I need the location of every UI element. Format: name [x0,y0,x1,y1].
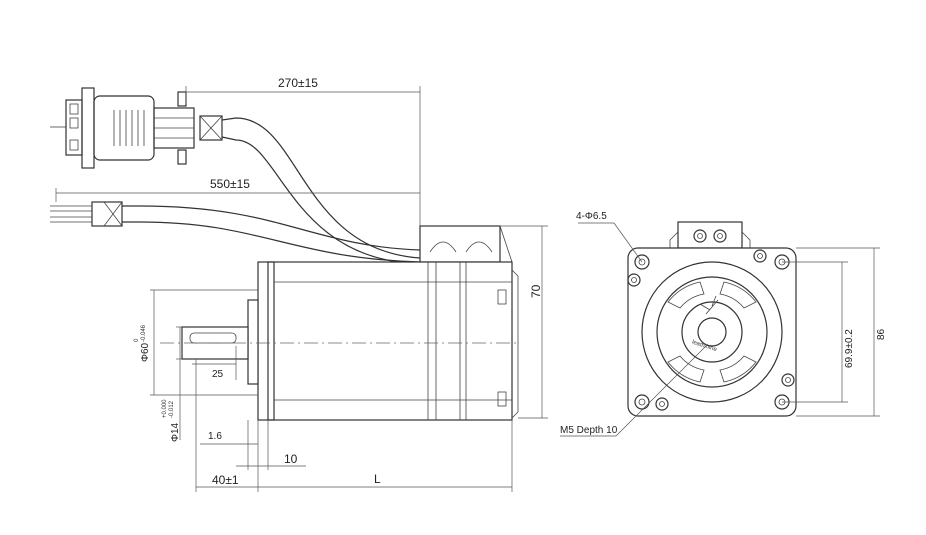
dimension-lines-side [55,86,548,492]
motor-front-view: leadshine [627,221,797,417]
spigot-tolerance-upper: 0 [134,338,140,342]
shaft-tolerance-upper: +0.000 [162,399,168,418]
dimension-lines-front [560,222,880,437]
bolt-holes-label: 4-Φ6.5 [576,211,607,222]
flange-spigot-diameter: Φ60 [140,342,151,362]
flange-thickness: 1.6 [208,431,222,442]
bolt-holes [627,249,795,411]
motor-height: 70 [529,284,543,298]
flange-square-label: 86 [876,328,887,340]
flange-width: 10 [284,452,298,466]
cable-encoder-length: 270±15 [278,76,318,90]
cable-power-length: 550±15 [210,177,250,191]
tap-label: M5 Depth 10 [560,425,618,436]
spigot-tolerance-lower: -0.046 [141,324,147,342]
shaft-length: 25 [212,369,224,380]
db-connector [50,87,421,265]
body-length: L [374,472,381,486]
shaft-tolerance-lower: -0.012 [169,400,175,418]
power-cable [50,201,421,263]
bolt-circle-label: 69.9±0.2 [844,329,855,368]
shaft-diameter: Φ14 [170,422,181,442]
shaft-extension: 40±1 [212,473,239,487]
motor-side-view [160,225,520,421]
dimension-labels: 270±15 550±15 70 Φ60 0 -0.046 25 Φ14 +0.… [134,76,887,487]
